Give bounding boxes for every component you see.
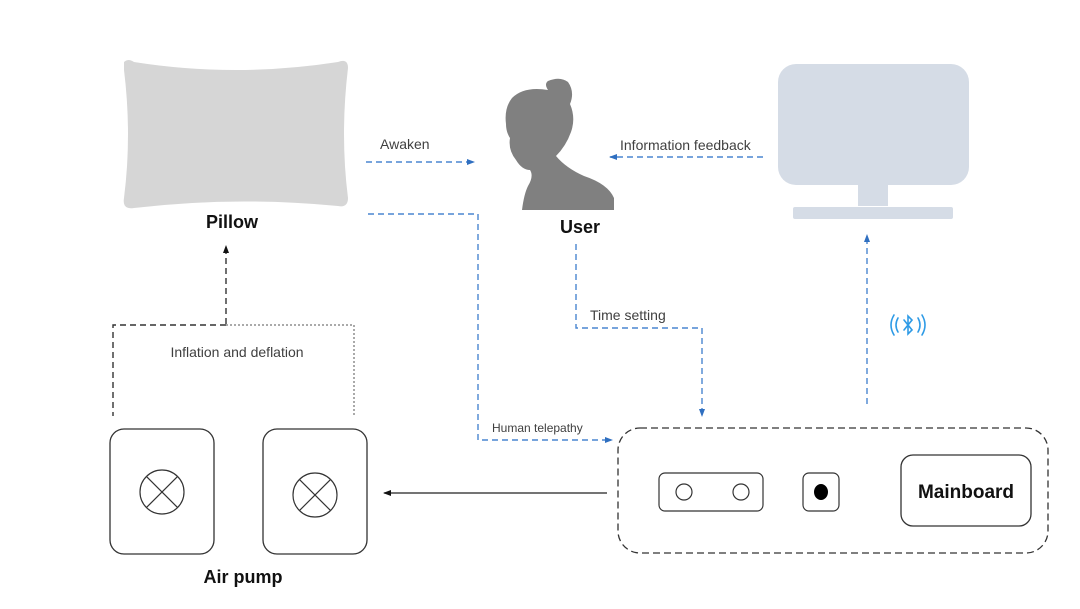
sensor-hole-icon <box>675 483 693 501</box>
pillow-icon <box>123 60 348 209</box>
human-telepathy-label: Human telepathy <box>492 421 583 435</box>
monitor-neck <box>858 185 888 206</box>
sensor-hole-icon <box>732 483 750 501</box>
edge-inflation-deflation: Inflation and deflation <box>112 245 355 416</box>
user-node: User <box>505 78 614 237</box>
monitor-node <box>778 64 969 219</box>
air-pump-left <box>109 428 215 555</box>
bluetooth-signal-icon <box>890 314 926 336</box>
sensor-module <box>658 472 764 512</box>
awaken-label: Awaken <box>380 136 430 152</box>
edge-human-telepathy: Human telepathy <box>368 213 613 443</box>
edge-bluetooth <box>864 234 926 404</box>
mainboard-label: Mainboard <box>918 482 1014 503</box>
inflation-deflation-label: Inflation and deflation <box>170 344 303 360</box>
pillow-label: Pillow <box>206 212 259 232</box>
pillow-node: Pillow <box>123 60 348 232</box>
edge-time-setting: Time setting <box>575 244 705 417</box>
button-module <box>802 472 840 512</box>
mainboard-node: Mainboard <box>900 454 1032 527</box>
pump-valve-icon <box>292 472 338 518</box>
edge-awaken: Awaken <box>366 136 475 165</box>
button-dot-icon <box>814 484 828 500</box>
user-label: User <box>560 217 600 237</box>
monitor-base <box>793 207 953 219</box>
mainboard-assembly: Mainboard <box>617 427 1049 554</box>
air-pump-right <box>262 428 368 555</box>
time-setting-label: Time setting <box>590 307 666 323</box>
mainboard-enclosure <box>617 427 1049 554</box>
edge-information-feedback: Information feedback <box>609 137 763 160</box>
air-pump-node: Air pump <box>109 428 368 587</box>
air-pump-label: Air pump <box>204 567 283 587</box>
information-feedback-label: Information feedback <box>620 137 752 153</box>
user-silhouette-icon <box>505 78 614 211</box>
monitor-screen-icon <box>778 64 969 185</box>
pump-valve-icon <box>139 469 185 515</box>
